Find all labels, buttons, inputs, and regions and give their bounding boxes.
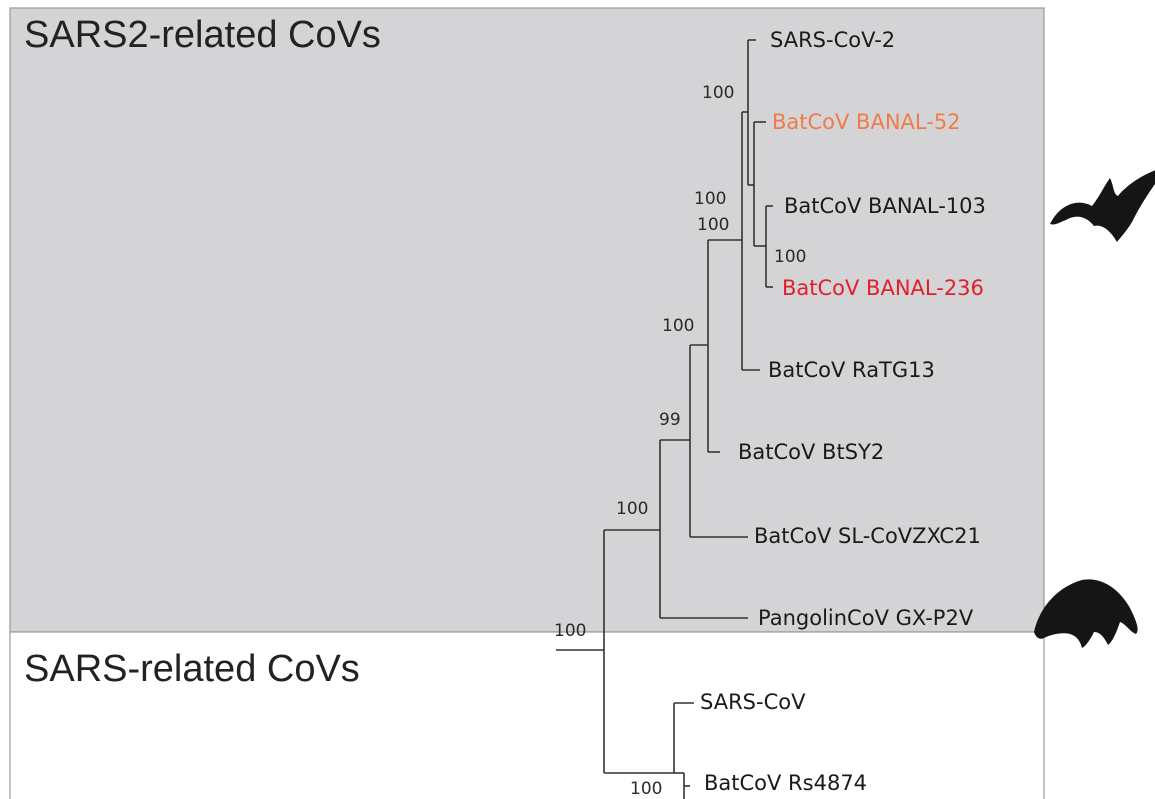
bootstrap-banal52-node: 100 — [702, 83, 735, 103]
bootstrap-pangolin-node: 100 — [616, 499, 649, 519]
leaf-banal-236: BatCoV BANAL-236 — [782, 276, 984, 300]
sars2-panel-background — [9, 7, 1045, 633]
pangolin-silhouette-icon — [1034, 579, 1138, 648]
leaf-banal-52: BatCoV BANAL-52 — [772, 110, 961, 134]
leaf-btsy2: BatCoV BtSY2 — [738, 440, 885, 464]
leaf-sars-cov: SARS-CoV — [700, 690, 806, 714]
leaf-sars-cov-2: SARS-CoV-2 — [770, 28, 896, 52]
sars2-panel-title: SARS2-related CoVs — [24, 14, 381, 56]
leaf-pangolin: PangolinCoV GX-P2V — [758, 606, 974, 630]
bootstrap-ratg13-node: 100 — [697, 215, 730, 235]
leaf-rs4874: BatCoV Rs4874 — [704, 771, 868, 795]
sars-panel-background — [9, 631, 1045, 799]
bootstrap-banal-clade: 100 — [694, 189, 727, 209]
bat-silhouette-icon — [1050, 170, 1155, 242]
bootstrap-banal103-236: 100 — [774, 247, 807, 267]
leaf-zxc21: BatCoV SL-CoVZXC21 — [754, 524, 981, 548]
tree-branches — [556, 39, 773, 799]
leaf-ratg13: BatCoV RaTG13 — [768, 358, 935, 382]
bootstrap-root: 100 — [554, 621, 587, 641]
bootstrap-btsy2-node: 100 — [662, 316, 695, 336]
bootstrap-zxc21-node: 99 — [659, 410, 681, 430]
leaf-banal-103: BatCoV BANAL-103 — [784, 194, 986, 218]
bootstrap-rs4874-node: 100 — [630, 779, 663, 799]
sars-panel-title: SARS-related CoVs — [24, 648, 360, 690]
